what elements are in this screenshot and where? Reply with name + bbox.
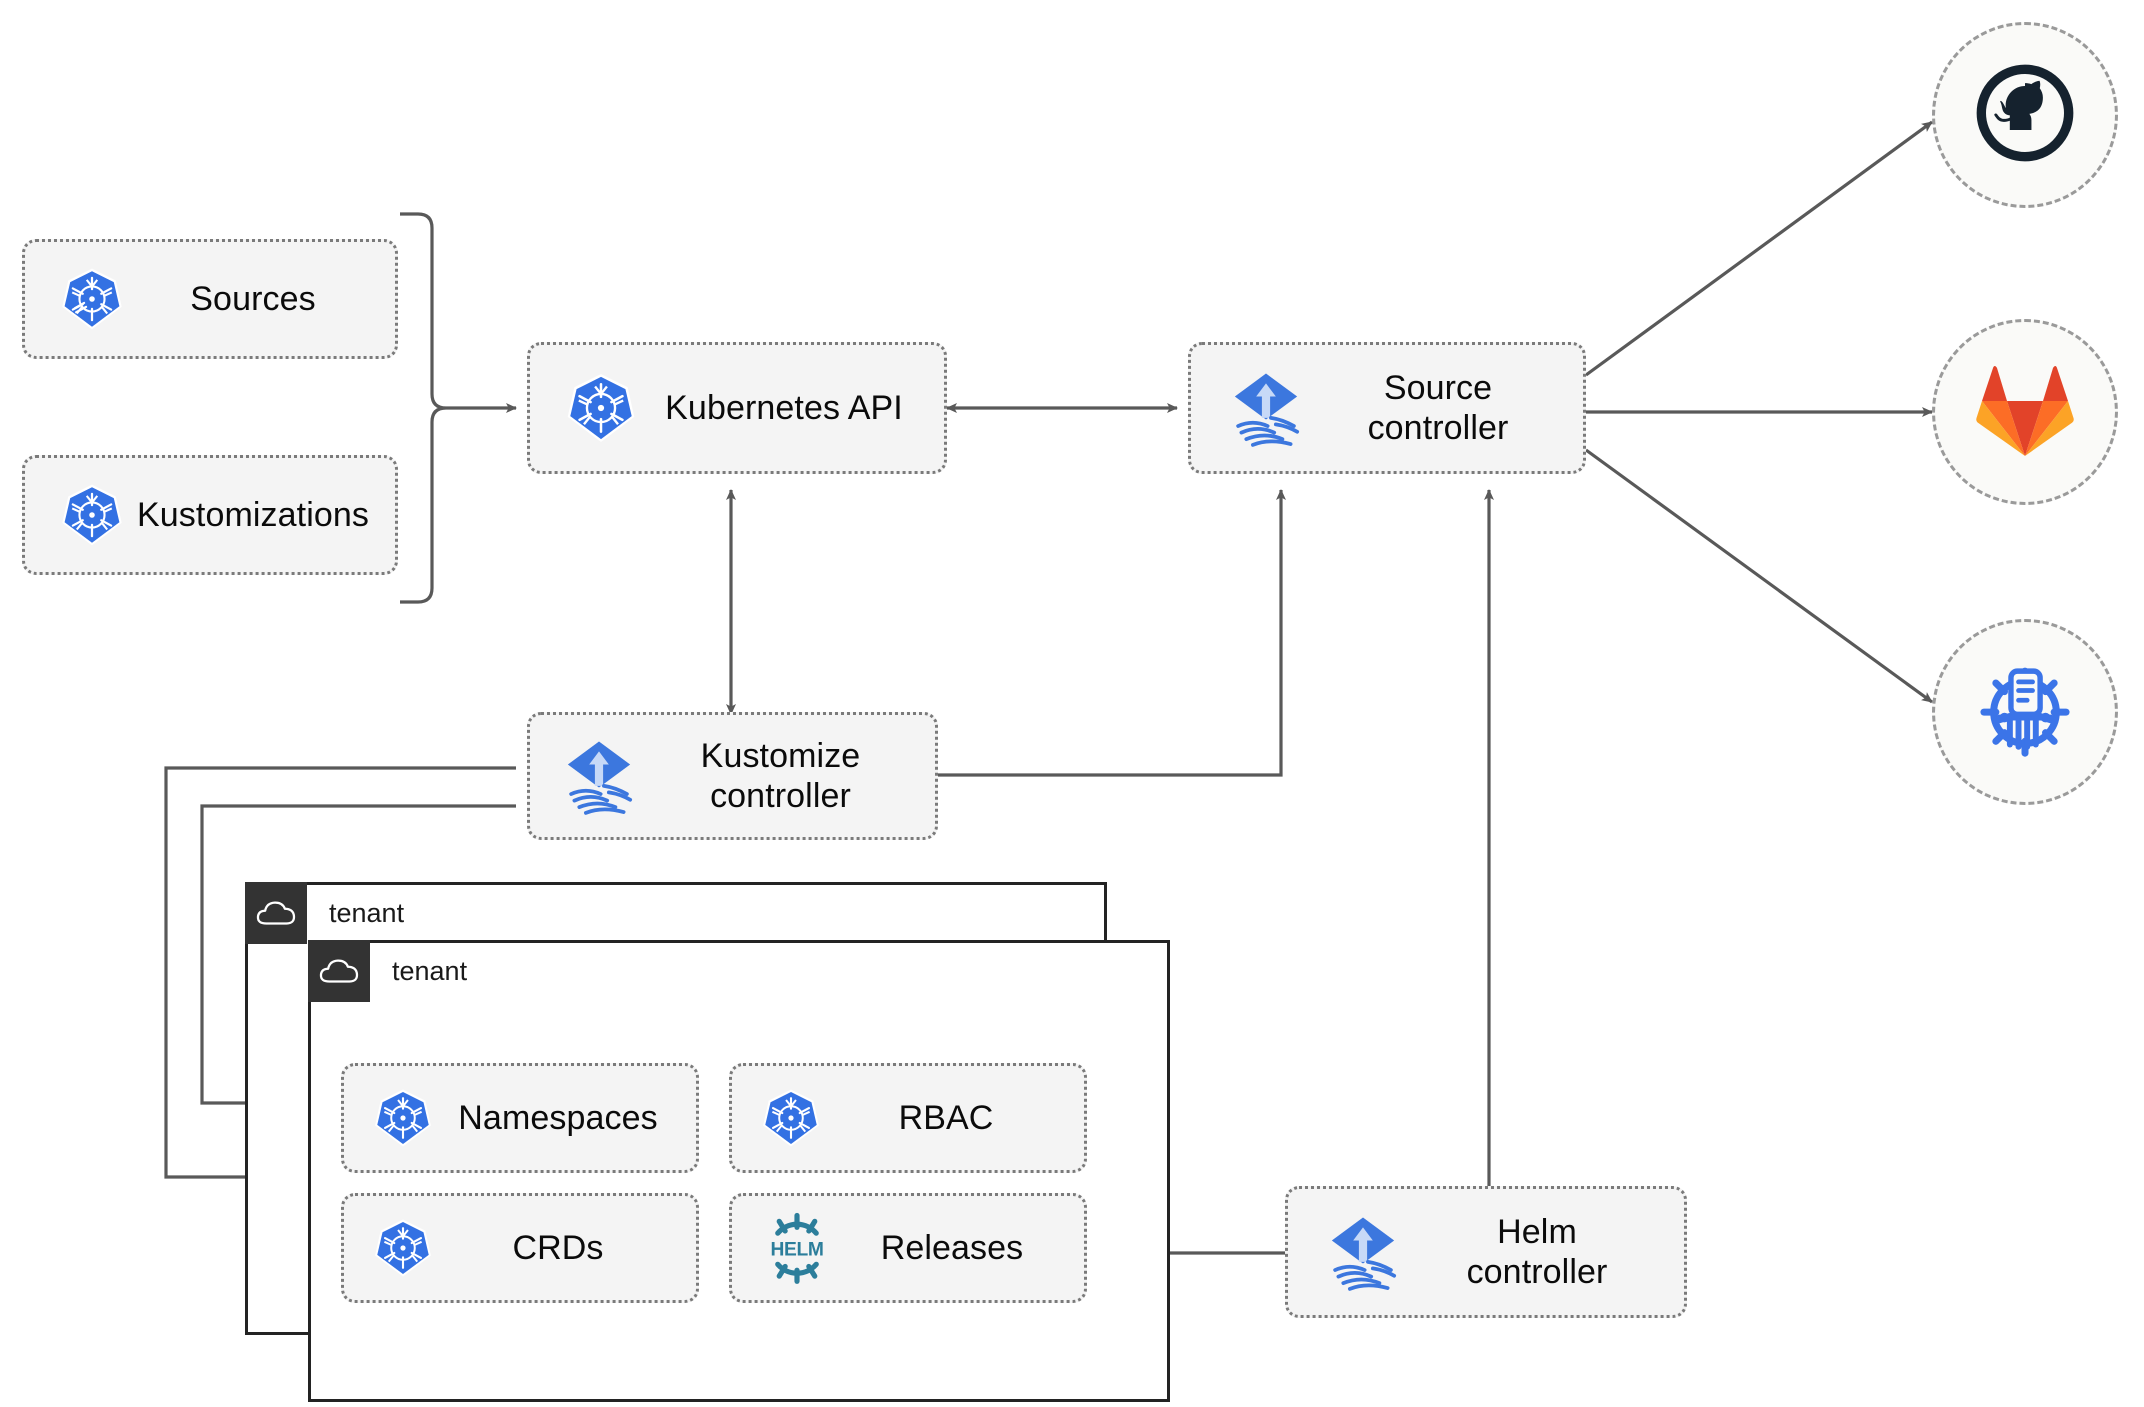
node-label: Kubernetes API	[665, 388, 903, 427]
provider-github[interactable]	[1932, 22, 2118, 208]
node-label-line1: Source	[1383, 368, 1493, 407]
flux-icon	[1322, 1211, 1404, 1293]
node-label-line2: controller	[1367, 409, 1509, 447]
kubernetes-icon	[372, 1217, 434, 1279]
wire-sourcectl-bucket	[1585, 448, 1933, 704]
tenant-label: tenant	[392, 955, 468, 986]
resource-node-kustomizations[interactable]: Kustomizations	[22, 455, 398, 575]
cloud-icon	[245, 882, 307, 944]
resource-node-sources[interactable]: Sources	[22, 239, 398, 359]
provider-bucket[interactable]	[1932, 619, 2118, 805]
tenant-tab-inner: tenant	[308, 940, 467, 1002]
group-bracket	[400, 212, 447, 604]
node-label-line2: controller	[1466, 1253, 1608, 1291]
node-label: Kustomize controller	[640, 736, 935, 816]
node-label-line1: Kustomize	[700, 736, 861, 775]
bucket-icon	[1971, 656, 2079, 769]
github-icon	[1973, 61, 2077, 170]
kubernetes-icon	[760, 1087, 822, 1149]
cloud-icon	[308, 940, 370, 1002]
kubernetes-icon	[59, 482, 125, 548]
tenant-tab-outer: tenant	[245, 882, 404, 944]
tenant-resource-namespaces[interactable]: Namespaces	[341, 1063, 699, 1173]
node-label: Source controller	[1307, 368, 1583, 448]
helm-icon: HELM	[760, 1211, 834, 1285]
node-kustomize-controller[interactable]: Kustomize controller	[527, 712, 938, 840]
tenant-resource-releases[interactable]: HELM Releases	[729, 1193, 1087, 1303]
tenant-resource-label: RBAC	[898, 1098, 994, 1137]
flux-icon	[1225, 367, 1307, 449]
node-label-line2: controller	[710, 777, 851, 815]
tenant-label: tenant	[329, 897, 405, 928]
node-helm-controller[interactable]: Helm controller	[1285, 1186, 1687, 1318]
node-label-line1: Helm	[1497, 1212, 1577, 1251]
tenant-resource-crds[interactable]: CRDs	[341, 1193, 699, 1303]
tenant-resource-rbac[interactable]: RBAC	[729, 1063, 1087, 1173]
tenant-resource-label: CRDs	[512, 1228, 604, 1267]
node-kubernetes-api[interactable]: Kubernetes API	[527, 342, 947, 474]
tenant-resource-label: Releases	[880, 1228, 1024, 1267]
node-source-controller[interactable]: Source controller	[1188, 342, 1586, 474]
kubernetes-icon	[372, 1087, 434, 1149]
resource-label: Kustomizations	[137, 495, 369, 534]
node-label: Helm controller	[1404, 1212, 1684, 1292]
kubernetes-icon	[564, 371, 638, 445]
tenant-container-inner[interactable]: tenant	[308, 940, 1170, 1402]
provider-gitlab[interactable]	[1932, 319, 2118, 505]
wire-kustomizectl-sourcectl	[938, 489, 1286, 777]
kubernetes-icon	[59, 266, 125, 332]
flux-icon	[558, 735, 640, 817]
svg-text:HELM: HELM	[770, 1239, 823, 1260]
resource-label: Sources	[190, 279, 316, 318]
tenant-resource-label: Namespaces	[458, 1098, 658, 1137]
wire-sourcectl-github	[1585, 120, 1933, 377]
gitlab-icon	[1975, 363, 2075, 462]
